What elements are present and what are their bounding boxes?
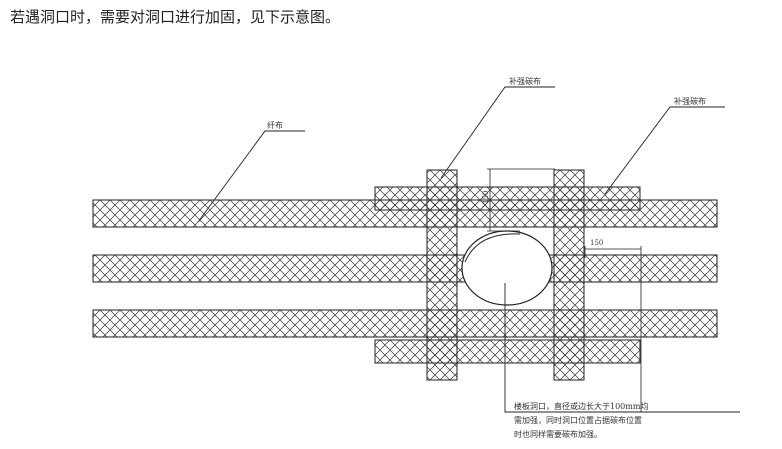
fiber-strip-3 bbox=[92, 309, 718, 338]
note-line-2: 需加强，同时洞口位置占据碳布位置 bbox=[514, 415, 642, 425]
leader-patch-cloth-left bbox=[440, 86, 555, 179]
fiber-strip-1 bbox=[92, 199, 718, 228]
fiber-strip-2 bbox=[92, 254, 718, 283]
label-patch-cloth-left: 补强碳布 bbox=[509, 76, 541, 86]
leader-opening-note bbox=[504, 283, 740, 413]
note-line-3: 时也同样需要碳布加强。 bbox=[514, 429, 602, 439]
patch-strip-right bbox=[553, 169, 585, 381]
label-patch-cloth-right: 补强碳布 bbox=[674, 96, 706, 106]
leader-fiber-cloth bbox=[197, 130, 305, 223]
dim-vertical-text: 150 bbox=[482, 191, 490, 204]
opening-inner-arc bbox=[464, 233, 521, 263]
patch-strip-left bbox=[426, 169, 458, 381]
leader-patch-cloth-right bbox=[604, 106, 725, 195]
note-line-1: 楼板洞口，直径或边长大于100mm均 bbox=[514, 401, 648, 411]
dim-horizontal-text: 150 bbox=[590, 239, 603, 247]
patch-strip-bottom bbox=[374, 339, 641, 364]
label-fiber-cloth: 纤布 bbox=[267, 120, 283, 130]
page-heading: 若遇洞口时，需要对洞口进行加固，见下示意图。 bbox=[10, 8, 341, 26]
slab-opening bbox=[461, 230, 553, 306]
